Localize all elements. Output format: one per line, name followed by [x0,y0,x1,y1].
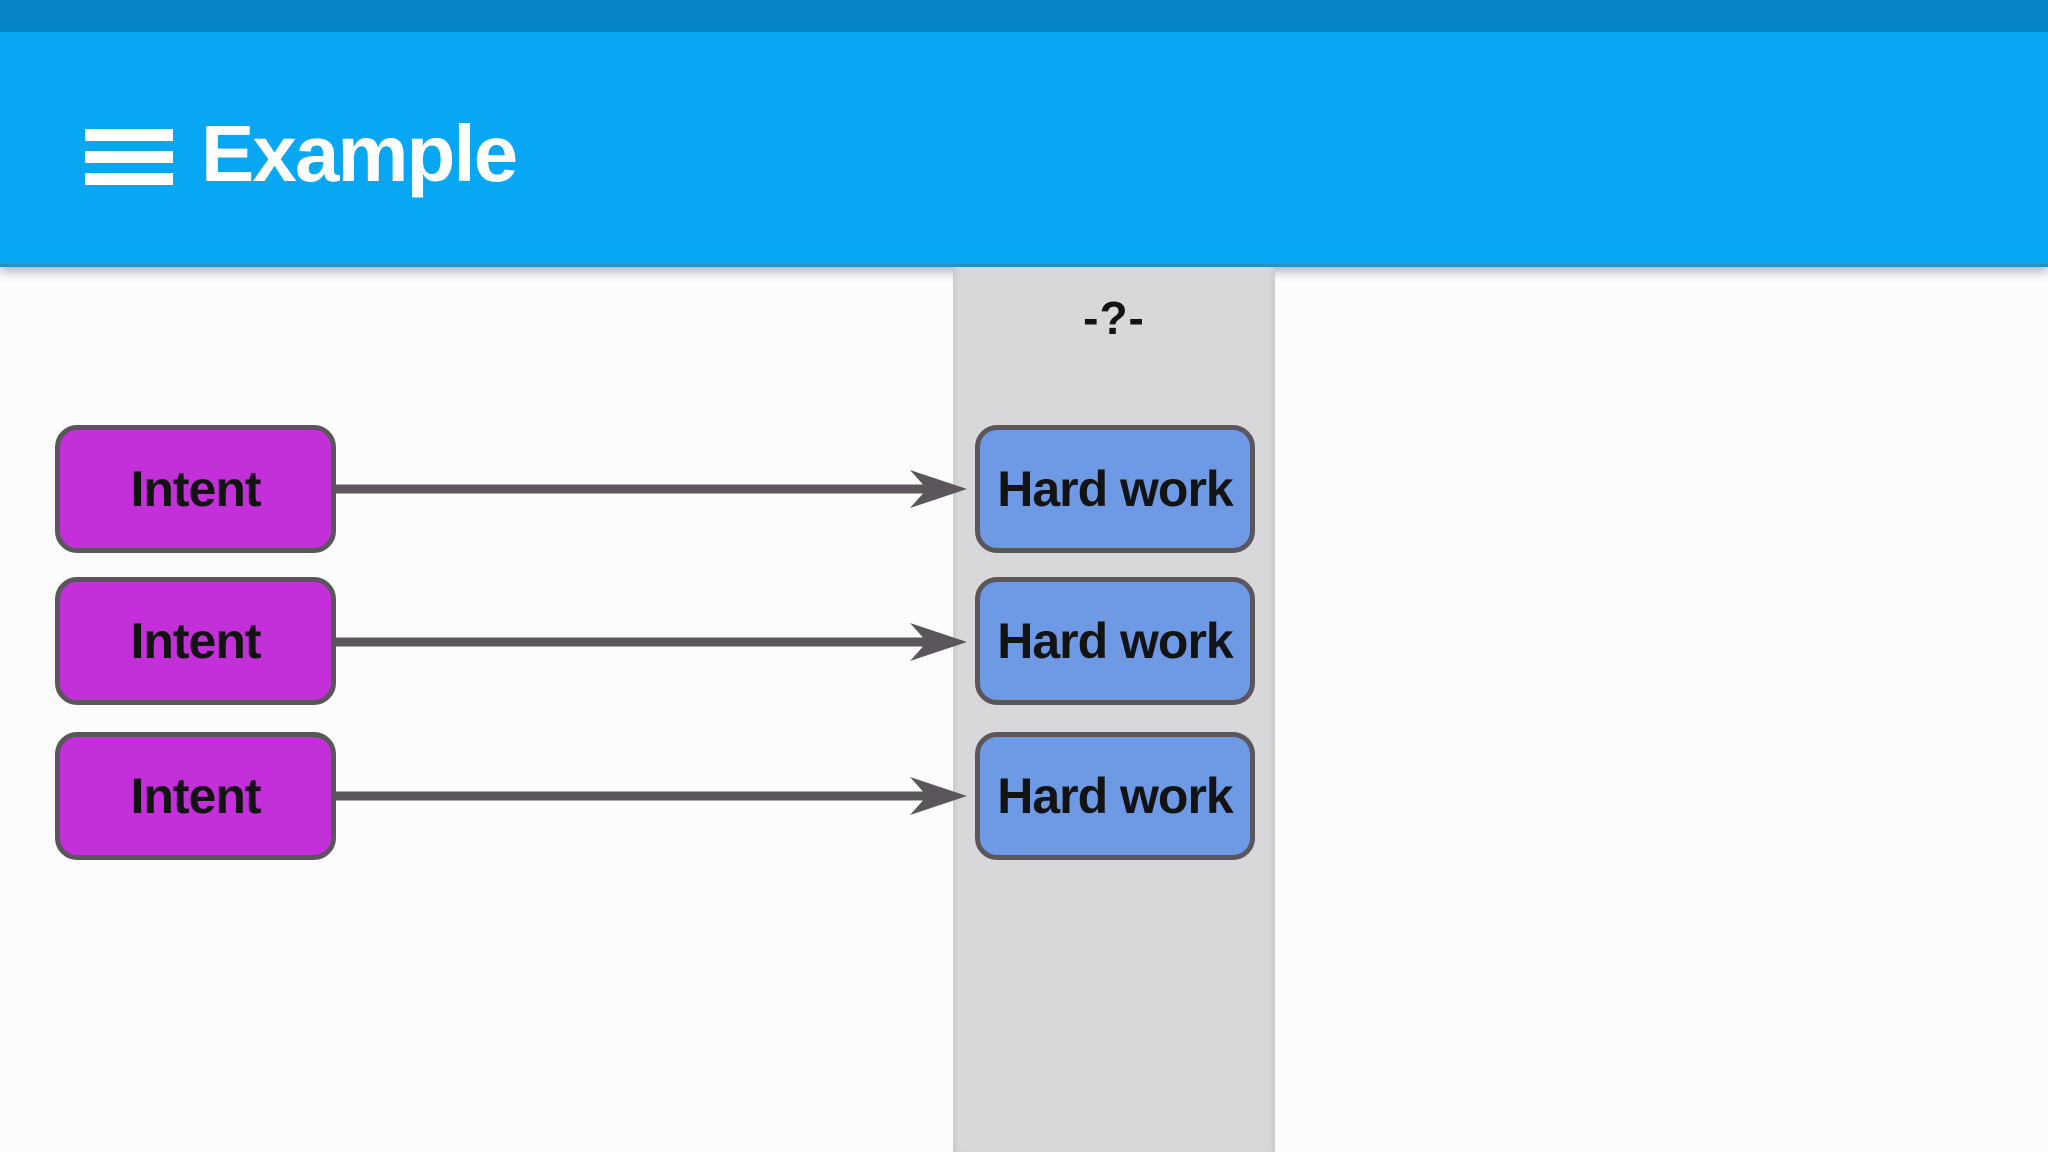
hard-work-node: Hard work [975,577,1255,705]
question-column: -?- [953,267,1275,1152]
hamburger-bar [85,173,173,185]
hamburger-menu-icon[interactable] [85,129,173,185]
hard-work-node: Hard work [975,732,1255,860]
arrow-connector-icon [335,777,967,815]
hamburger-bar [85,129,173,141]
intent-node: Intent [55,577,336,705]
intent-node: Intent [55,425,336,553]
page-title: Example [201,109,518,198]
intent-node: Intent [55,732,336,860]
arrow-connector-icon [335,623,967,661]
hard-work-node: Hard work [975,425,1255,553]
column-question-label: -?- [1083,292,1145,344]
app-header: Example [0,0,2048,267]
hamburger-bar [85,151,173,163]
arrow-connector-icon [335,470,967,508]
status-bar-strip [0,0,2048,32]
